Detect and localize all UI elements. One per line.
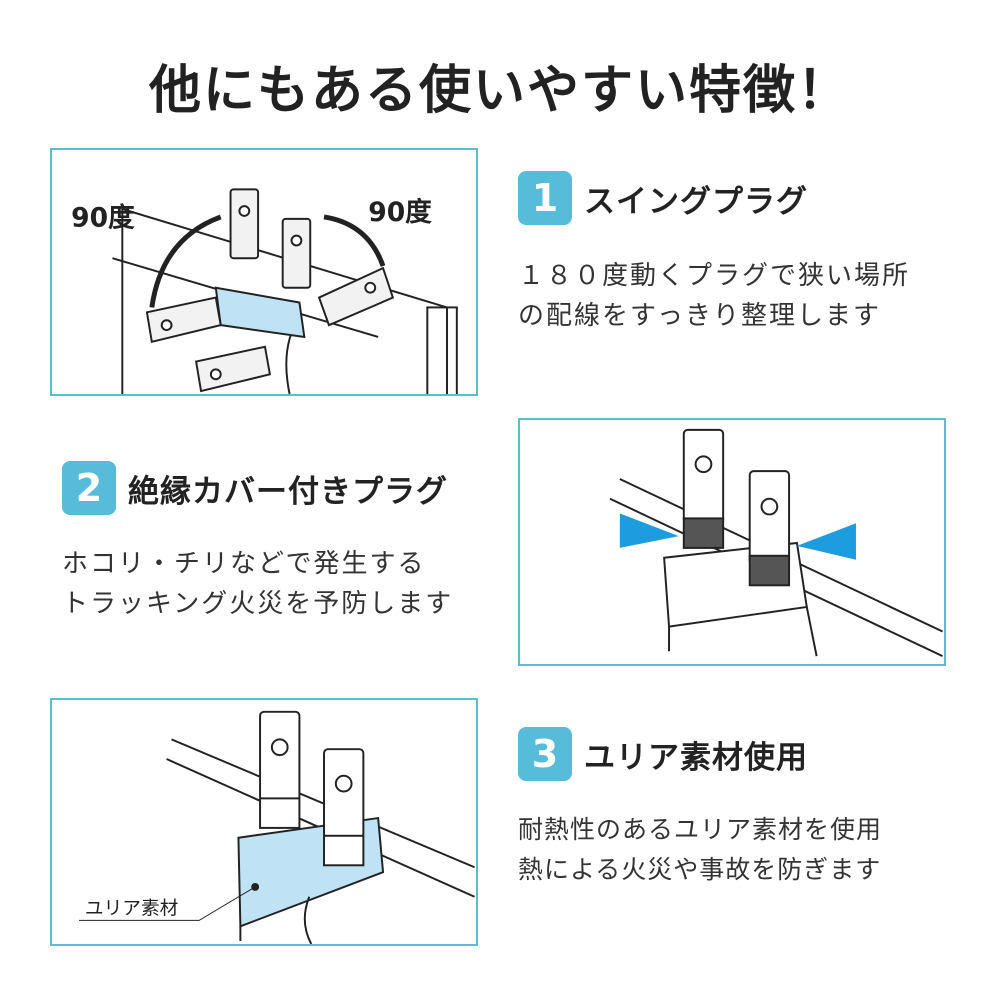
swing-plug-illustration: 90度 90度 <box>50 148 478 396</box>
feature-description-line: トラッキング火災を予防します <box>62 589 454 619</box>
feature-description-line: 熱による火災や事故を防ぎます <box>518 855 882 884</box>
feature-number-badge: 1 <box>518 171 572 225</box>
feature-insulated-plug: 2 絶縁カバー付きプラグ ホコリ・チリなどで発生する トラッキング火災を予防しま… <box>62 460 453 624</box>
page-title: 他にもある使いやすい特徴！ <box>148 61 851 121</box>
feature-heading: ユリア素材使用 <box>584 739 808 776</box>
urea-material-illustration: ユリア素材 <box>50 698 478 946</box>
feature-number-badge: 3 <box>518 727 572 781</box>
feature-description-line: 耐熱性のあるユリア素材を使用 <box>518 815 883 844</box>
rotate-left-arrow-icon <box>149 214 222 308</box>
material-label: ユリア素材 <box>85 898 178 919</box>
left-pointer-icon <box>619 513 679 548</box>
swing-right-label: 90度 <box>368 197 432 228</box>
right-pointer-icon <box>796 523 856 560</box>
swing-left-label: 90度 <box>71 203 135 234</box>
feature-description-line: ホコリ・チリなどで発生する <box>62 549 426 579</box>
rotate-right-arrow-icon <box>323 214 386 267</box>
feature-urea-material: 3 ユリア素材使用 耐熱性のあるユリア素材を使用 熱による火災や事故を防ぎます <box>518 726 882 890</box>
feature-heading: 絶縁カバー付きプラグ <box>128 473 448 510</box>
feature-description-line: １８０度動くプラグで狭い場所 <box>518 261 911 291</box>
feature-heading: スイングプラグ <box>584 183 808 220</box>
feature-swing-plug: 1 スイングプラグ １８０度動くプラグで狭い場所 の配線をすっきり整理します <box>518 170 910 336</box>
insulation-cover-illustration <box>518 418 946 666</box>
feature-description-line: の配線をすっきり整理します <box>518 301 881 331</box>
feature-number-badge: 2 <box>62 461 116 515</box>
